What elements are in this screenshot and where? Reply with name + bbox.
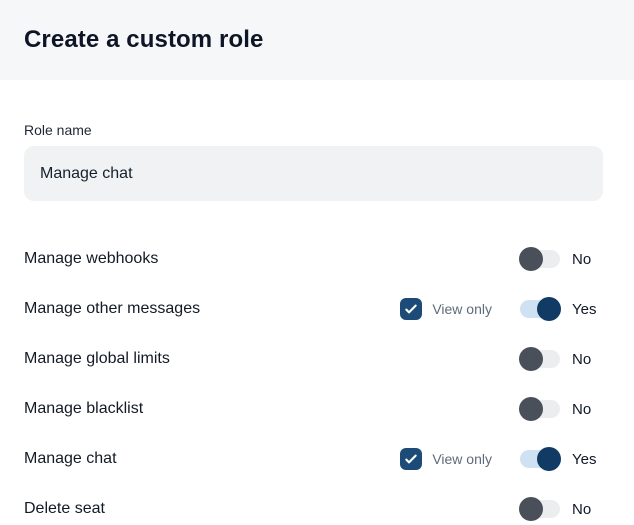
- view-only-label: View only: [432, 451, 492, 467]
- toggle-knob: [537, 297, 561, 321]
- permission-label: Manage webhooks: [24, 250, 159, 267]
- toggle-area: No: [519, 247, 610, 271]
- toggle-state-label: No: [572, 250, 592, 268]
- permission-row: Manage chat View only Yes: [24, 434, 610, 484]
- toggle-knob: [519, 397, 543, 421]
- permission-toggle[interactable]: [520, 297, 561, 321]
- permission-label: Manage chat: [24, 450, 117, 467]
- toggle-area: No: [519, 497, 610, 521]
- permission-label: Delete seat: [24, 500, 105, 517]
- view-only-group: View only: [400, 448, 492, 470]
- toggle-area: Yes: [520, 297, 610, 321]
- permission-toggle[interactable]: [519, 497, 560, 521]
- role-name-input[interactable]: [24, 146, 603, 201]
- toggle-knob: [537, 447, 561, 471]
- permission-row: Manage other messages View only Yes: [24, 284, 610, 334]
- permissions-list: Manage webhooks No Manage other messages…: [24, 234, 610, 525]
- toggle-state-label: Yes: [572, 450, 597, 468]
- checkmark-icon: [405, 454, 418, 464]
- permission-row: Manage blacklist No: [24, 384, 610, 434]
- permission-toggle[interactable]: [519, 397, 560, 421]
- permission-row: Delete seat No: [24, 484, 610, 525]
- permission-toggle[interactable]: [519, 347, 560, 371]
- toggle-state-label: Yes: [572, 300, 597, 318]
- role-name-label: Role name: [24, 122, 92, 138]
- permission-row: Manage webhooks No: [24, 234, 610, 284]
- view-only-group: View only: [400, 298, 492, 320]
- view-only-checkbox[interactable]: [400, 448, 423, 470]
- toggle-area: No: [519, 397, 610, 421]
- permission-toggle[interactable]: [520, 447, 561, 471]
- permission-label: Manage other messages: [24, 300, 201, 317]
- dialog-title: Create a custom role: [24, 26, 264, 53]
- view-only-checkbox[interactable]: [400, 298, 423, 320]
- toggle-knob: [519, 247, 543, 271]
- toggle-knob: [519, 497, 543, 521]
- permission-toggle[interactable]: [519, 247, 560, 271]
- permission-label: Manage global limits: [24, 350, 170, 367]
- permission-label: Manage blacklist: [24, 400, 144, 417]
- checkmark-icon: [405, 304, 418, 314]
- toggle-state-label: No: [572, 500, 592, 518]
- toggle-state-label: No: [572, 400, 592, 418]
- view-only-label: View only: [432, 301, 492, 317]
- dialog-body: Role name Manage webhooks No Manage othe…: [0, 122, 634, 525]
- toggle-area: Yes: [520, 447, 610, 471]
- toggle-state-label: No: [572, 350, 592, 368]
- toggle-knob: [519, 347, 543, 371]
- permission-row: Manage global limits No: [24, 334, 610, 384]
- dialog-header: Create a custom role: [0, 0, 634, 80]
- toggle-area: No: [519, 347, 610, 371]
